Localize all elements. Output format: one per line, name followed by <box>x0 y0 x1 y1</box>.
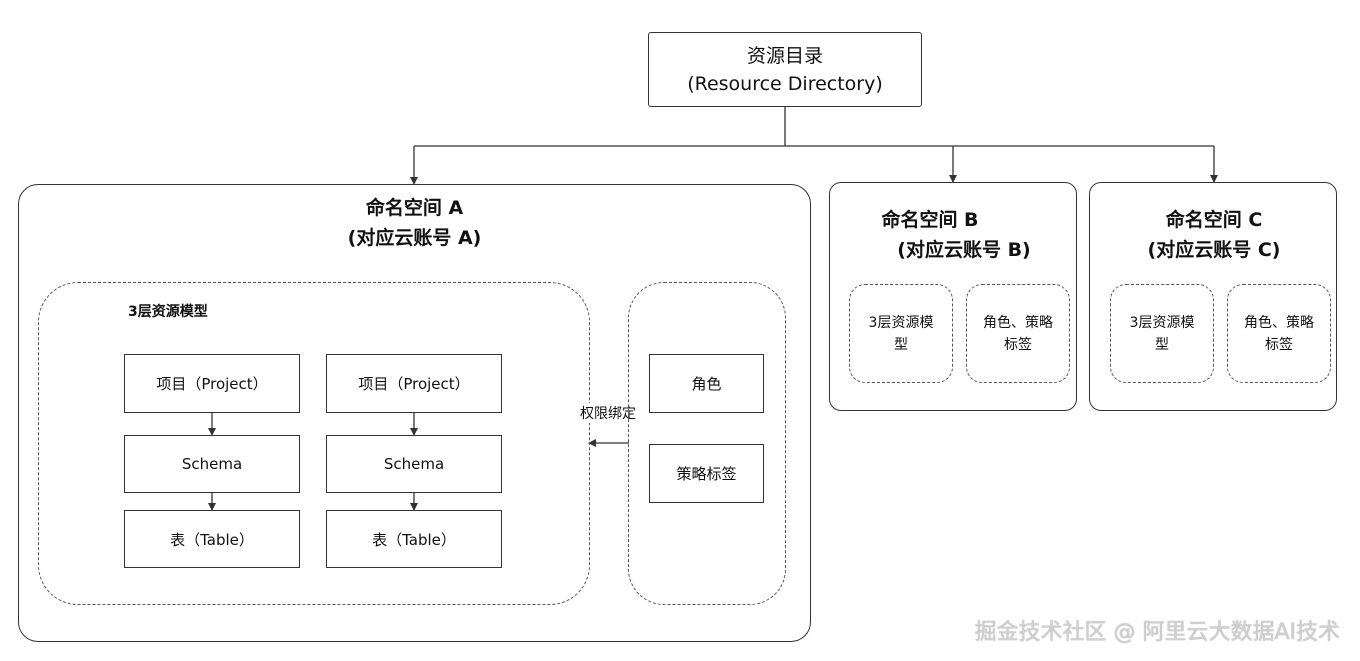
table-box-1: 表（Table） <box>124 510 300 568</box>
table-box-2: 表（Table） <box>326 510 502 568</box>
resource-model-title: 3层资源模型 <box>128 304 208 320</box>
resource-directory-subtitle: (Resource Directory) <box>687 72 883 95</box>
watermark-text: 掘金技术社区 @ 阿里云大数据AI技术 <box>974 620 1340 645</box>
namespace-b-title: 命名空间 B <box>881 209 979 231</box>
namespace-c-container <box>1089 182 1337 411</box>
role-policy-group <box>628 282 786 605</box>
namespace-b-role-policy-line2: 标签 <box>1004 336 1032 353</box>
namespace-a-title: 命名空间 A <box>365 197 464 219</box>
resource-directory-box: 资源目录 (Resource Directory) <box>648 32 922 107</box>
namespace-c-title: 命名空间 C <box>1165 209 1263 231</box>
namespace-c-role-policy-line1: 角色、策略 <box>1244 314 1314 331</box>
project-box-1: 项目（Project） <box>124 354 300 413</box>
namespace-a-container <box>18 184 811 642</box>
role-box: 角色 <box>649 354 764 413</box>
namespace-c-model-line1: 3层资源模 <box>1129 314 1195 331</box>
namespace-c-role-policy-box: 角色、策略 标签 <box>1227 284 1331 383</box>
namespace-b-role-policy-box: 角色、策略 标签 <box>966 284 1070 383</box>
resource-directory-title: 资源目录 <box>746 44 823 67</box>
namespace-b-subtitle: (对应云账号 B) <box>897 239 1031 261</box>
policy-tag-box: 策略标签 <box>649 444 764 503</box>
permission-binding-label: 权限绑定 <box>580 403 636 423</box>
namespace-b-container <box>829 182 1077 411</box>
namespace-c-role-policy-line2: 标签 <box>1265 336 1293 353</box>
namespace-c-subtitle: (对应云账号 C) <box>1147 239 1281 261</box>
schema-box-1: Schema <box>124 435 300 493</box>
resource-model-group <box>38 282 590 605</box>
namespace-c-model-box: 3层资源模 型 <box>1110 284 1214 383</box>
project-box-2: 项目（Project） <box>326 354 502 413</box>
schema-box-2: Schema <box>326 435 502 493</box>
namespace-b-model-line2: 型 <box>894 336 908 353</box>
namespace-b-role-policy-line1: 角色、策略 <box>983 314 1053 331</box>
namespace-b-model-line1: 3层资源模 <box>868 314 934 331</box>
namespace-c-model-line2: 型 <box>1155 336 1169 353</box>
namespace-a-subtitle: (对应云账号 A) <box>347 227 482 249</box>
namespace-b-model-box: 3层资源模 型 <box>849 284 953 383</box>
